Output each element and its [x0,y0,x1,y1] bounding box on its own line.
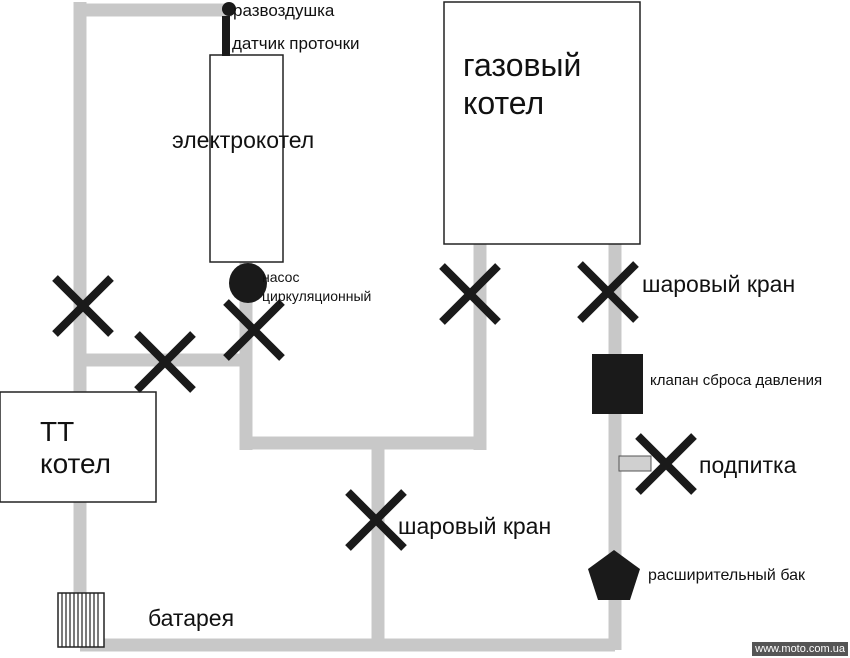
x-valve-icon [635,433,697,495]
air-vent-label: развоздушка [233,1,335,20]
radiator-icon [57,592,105,648]
x-valve-icon [345,489,407,551]
pump-circle-icon [229,263,267,303]
x-valve-icon [52,275,114,337]
flow-sensor-label: датчик проточки [232,34,360,53]
makeup-label: подпитка [699,452,797,478]
expansion-tank-label: расширительный бак [648,567,806,584]
gas-boiler-box [443,1,641,245]
tt-boiler-box [0,391,157,503]
radiator-body [57,592,105,648]
air-vent-icon [222,2,236,16]
valve-stroke [345,489,407,551]
pump-label: насос циркуляционный [262,269,372,304]
devices [0,1,643,648]
valve-stroke [223,299,285,361]
electric-boiler-label: электрокотел [172,127,315,153]
valve-stroke [635,433,697,495]
x-valve-icon [134,331,196,393]
electric-boiler-box [209,54,284,263]
flow-sensor-icon [222,16,230,56]
x-valve-icon [223,299,285,361]
ball-valve-bottom-label: шаровый кран [398,513,552,539]
valves [52,261,697,551]
gas-boiler-label: газовый котел [463,47,582,122]
valve-stroke [577,261,639,323]
radiator-label: батарея [148,605,235,631]
valve-stroke [52,275,114,337]
pressure-relief-label: клапан сброса давления [650,372,823,389]
tt-boiler-label: ТТ котел [40,416,112,480]
watermark: www.moto.com.ua [752,642,848,656]
valve-stroke [134,331,196,393]
square-icon [592,354,643,414]
x-valve-icon [577,261,639,323]
pentagon-icon [588,550,640,600]
x-valve-icon [439,263,501,325]
valve-stroke [439,263,501,325]
makeup-pipe-stub [618,455,652,472]
ball-valve-right-label: шаровый кран [642,271,796,297]
